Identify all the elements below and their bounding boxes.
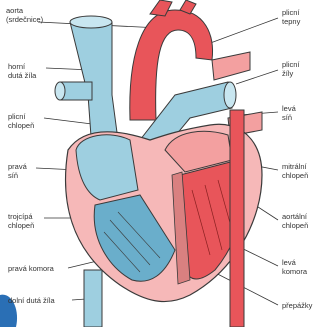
- label-aortalni-chlopen: aortální chlopeň: [282, 212, 308, 230]
- pulmonary-trunk-opening: [224, 82, 236, 108]
- inferior-vena-cava: [84, 270, 102, 327]
- label-dolni-duta-zila: dolní dutá žíla: [8, 296, 55, 305]
- label-leva-sin: levá síň: [282, 104, 296, 122]
- label-plicni-zily: plicní žíly: [282, 60, 300, 78]
- label-plicni-tepny: plicní tepny: [282, 8, 300, 26]
- label-trojcipa-chlopen: trojcípá chlopeň: [8, 212, 34, 230]
- descending-aorta: [230, 110, 244, 327]
- label-aorta: aorta (srdečnice): [6, 6, 43, 24]
- pulmonary-artery: [212, 52, 250, 80]
- label-prava-komora: pravá komora: [8, 264, 54, 273]
- label-leva-komora: levá komora: [282, 258, 307, 276]
- label-mitralni-chlopen: mitrální chlopeň: [282, 162, 308, 180]
- label-horni-duta-zila: horní dutá žíla: [8, 62, 36, 80]
- vein-opening-left: [55, 82, 65, 100]
- vena-cava-opening: [70, 16, 112, 28]
- label-prepazky: přepážky: [282, 301, 312, 310]
- label-prava-sin: pravá síň: [8, 162, 27, 180]
- label-plicni-chlopen: plicní chlopeň: [8, 112, 34, 130]
